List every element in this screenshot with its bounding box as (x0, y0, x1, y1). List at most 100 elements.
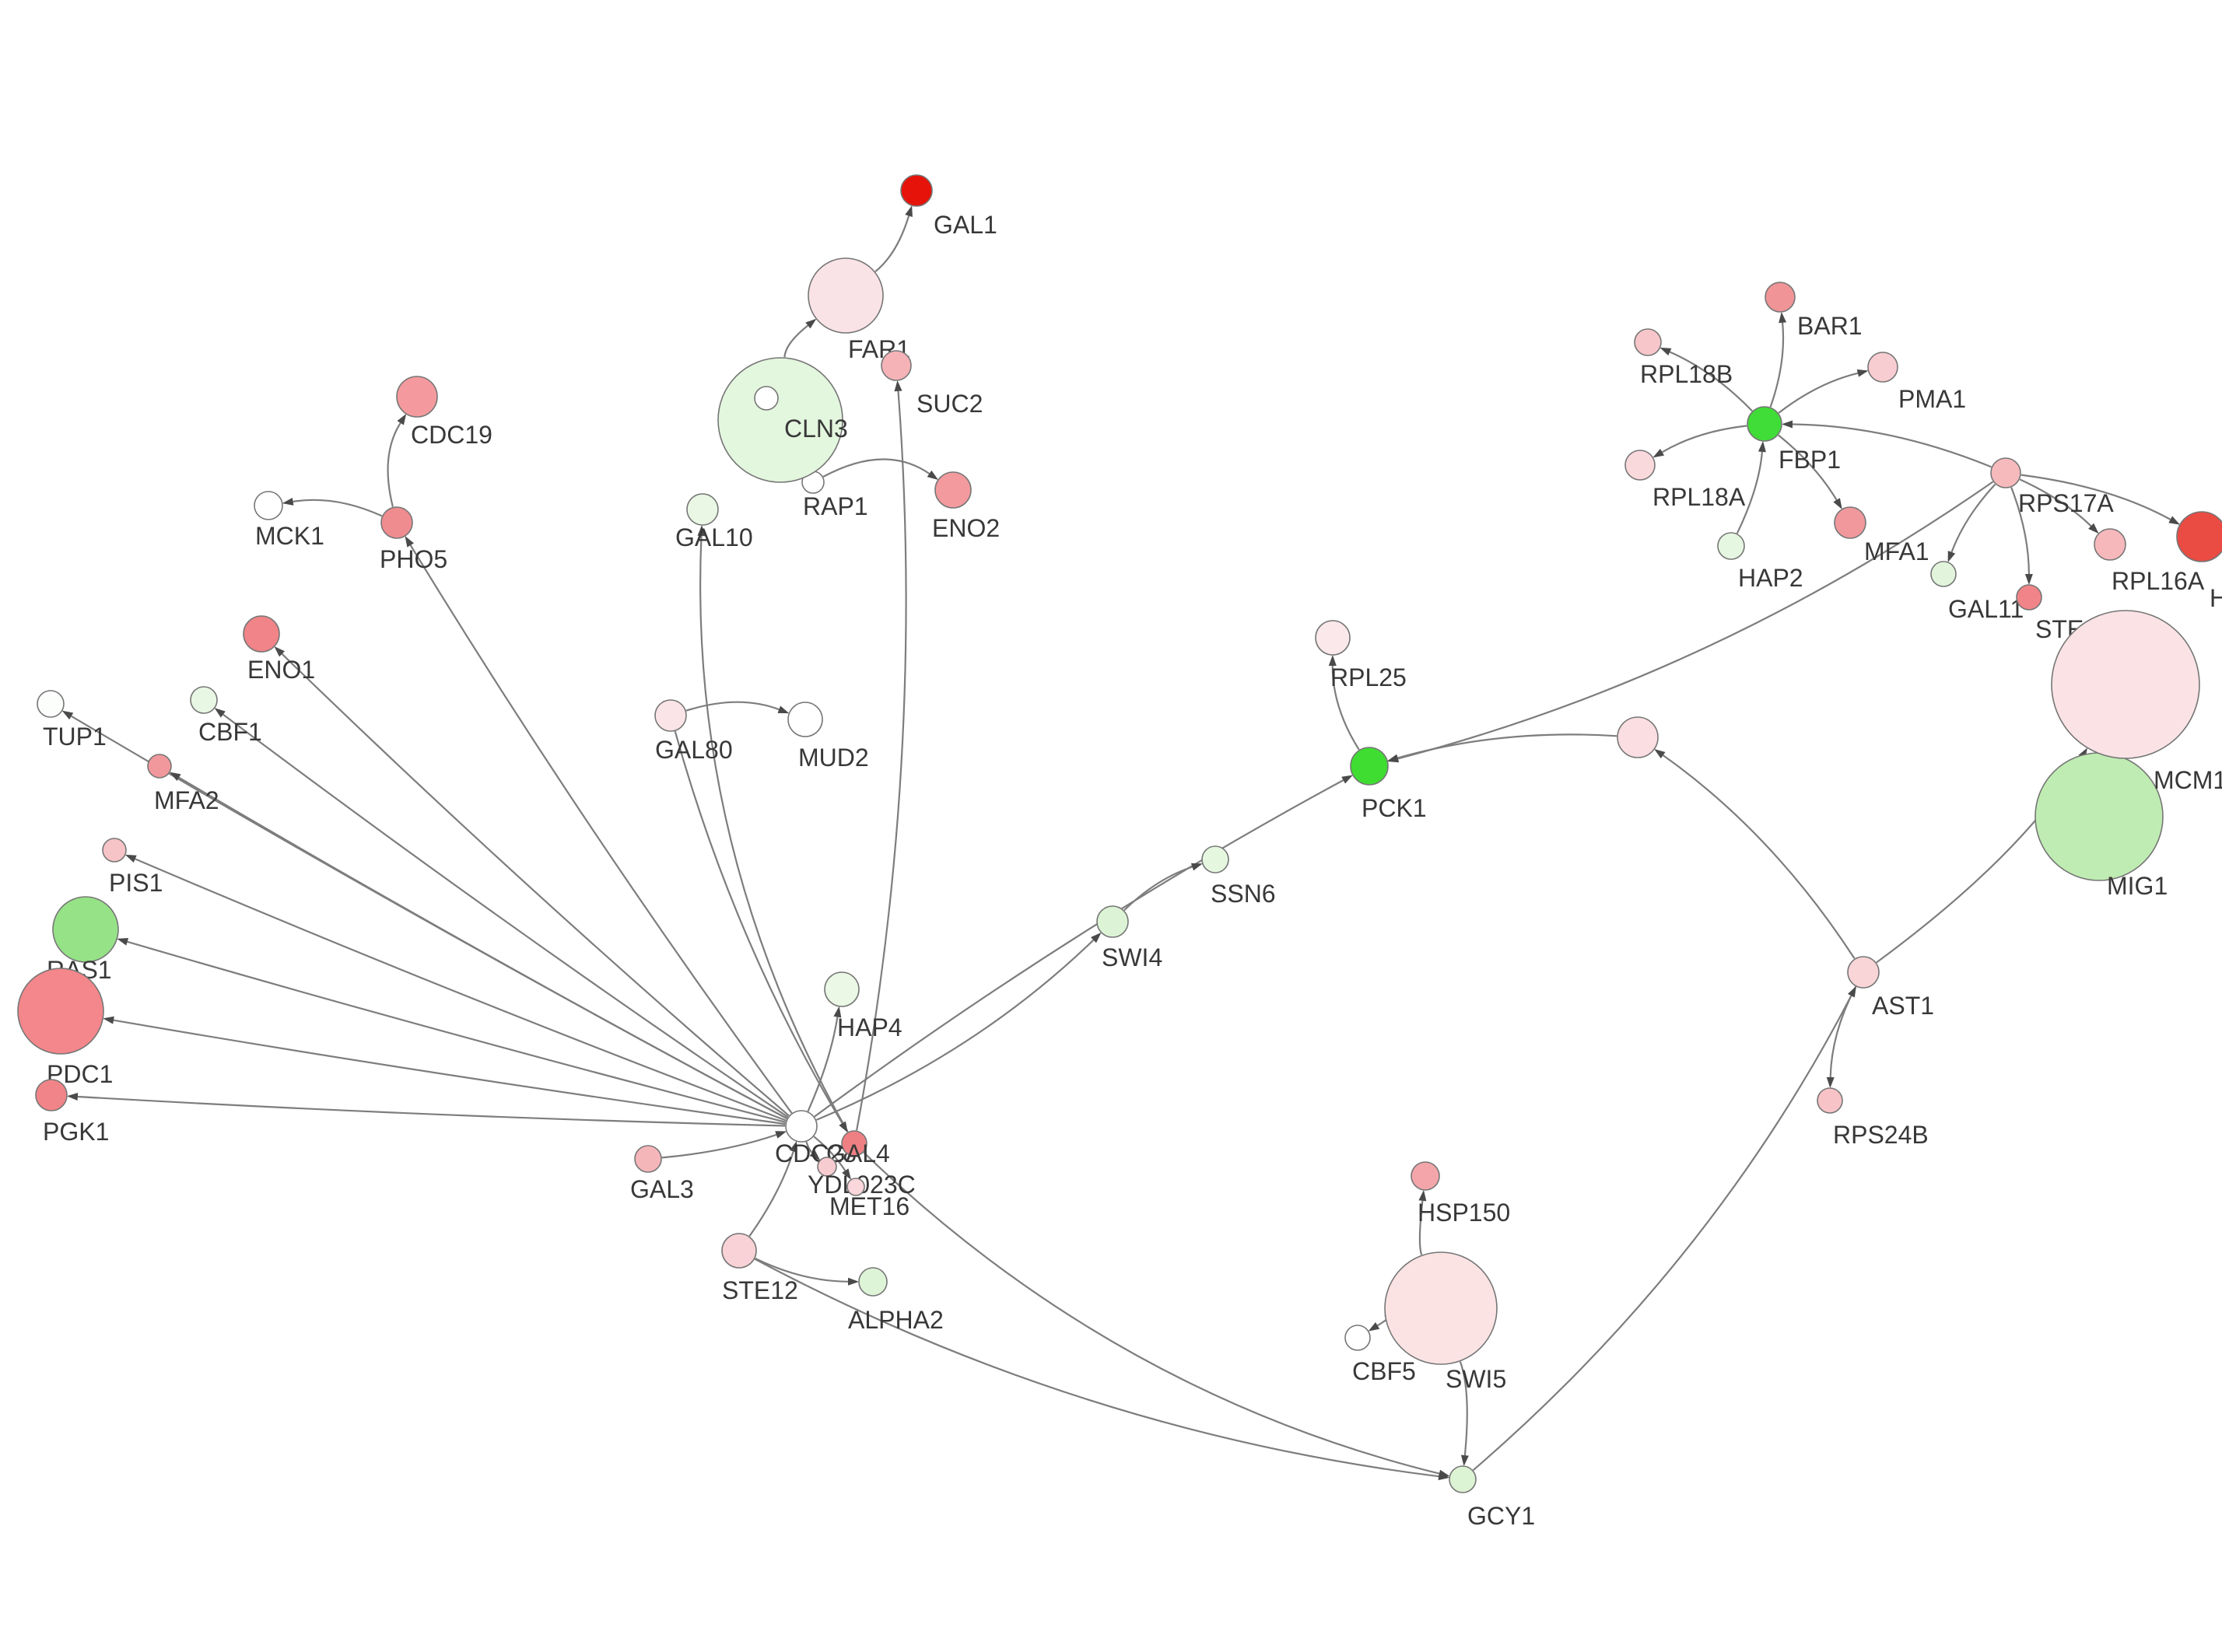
node-RPS17A[interactable]: RPS17A (1990, 457, 2114, 517)
edge-GAL4-SUC2[interactable] (856, 380, 907, 1131)
node-circle-STE2[interactable] (2016, 584, 2042, 611)
node-circle-RPS24B[interactable] (1817, 1087, 1843, 1114)
edge-STE12-ALPHA2[interactable] (755, 1258, 859, 1286)
node-circle-YDL023C[interactable] (817, 1157, 837, 1177)
edge-RAP1-ENO2[interactable] (822, 458, 939, 480)
edge-SWI5-HSP150[interactable] (1418, 1189, 1427, 1255)
node-PGK1[interactable]: PGK1 (35, 1079, 109, 1146)
node-CDC19[interactable]: CDC19 (396, 376, 492, 449)
node-circle-GAL1[interactable] (900, 174, 933, 207)
node-circle-SSN6[interactable] (1201, 845, 1229, 873)
node-circle-PGK1[interactable] (35, 1079, 68, 1111)
node-PHO5[interactable]: PHO5 (380, 506, 447, 573)
node-circle-SWI5[interactable] (1384, 1251, 1498, 1365)
node-circle-MFA2[interactable] (147, 754, 172, 779)
edge-HAP2-FBP1[interactable] (1736, 440, 1766, 534)
edge-CDC28-RAS1[interactable] (117, 938, 786, 1123)
node-RPL25[interactable]: RPL25 (1315, 620, 1407, 691)
node-circle-AST1[interactable] (1847, 956, 1880, 989)
node-circle-CBF1[interactable] (190, 686, 218, 714)
node-circle-MIG1[interactable] (2034, 752, 2164, 881)
edge-GAL3-CDC28[interactable] (661, 1131, 787, 1159)
node-circle-ENO2[interactable] (934, 471, 972, 509)
edge-CDC28-PCK1[interactable] (814, 775, 1353, 1118)
edge-GCY1-AST1[interactable] (1472, 985, 1856, 1472)
node-RAP1[interactable]: RAP1 (801, 471, 868, 520)
edge-unlabeled-mid-PCK1[interactable] (1387, 733, 1617, 762)
node-MIG1[interactable]: MIG1 (2034, 752, 2168, 900)
node-ENO1[interactable]: ENO1 (243, 615, 315, 684)
node-HSP150[interactable]: HSP150 (1411, 1161, 1510, 1227)
node-circle-unlabeled-mid[interactable] (1617, 716, 1659, 758)
node-RPL16A[interactable]: RPL16A (2094, 528, 2205, 595)
node-circle-HIS4[interactable] (2176, 511, 2222, 562)
node-circle-CDC28[interactable] (785, 1110, 818, 1143)
node-GAL1[interactable]: GAL1 (900, 174, 997, 239)
node-circle-HSP150[interactable] (1411, 1161, 1440, 1191)
edge-CDC28-CBF1[interactable] (214, 708, 789, 1118)
node-MFA1[interactable]: MFA1 (1834, 506, 1929, 565)
edge-GAL80-GAL4[interactable] (674, 730, 848, 1133)
node-circle-GAL3[interactable] (634, 1145, 662, 1173)
node-circle-RAS1[interactable] (52, 896, 119, 963)
node-SWI4[interactable]: SWI4 (1096, 905, 1162, 971)
node-circle-MFA1[interactable] (1834, 506, 1866, 539)
edge-CDC28-SWI4[interactable] (815, 932, 1102, 1121)
node-circle-FBP1[interactable] (1747, 406, 1782, 442)
edge-CDC28-YDL023C[interactable] (805, 1141, 821, 1160)
node-circle-unlabeled-top[interactable] (754, 386, 779, 411)
edge-CDC28-MFA2[interactable] (169, 772, 788, 1120)
node-MCK1[interactable]: MCK1 (254, 491, 324, 550)
edge-RPS17A-GAL11[interactable] (1947, 483, 1996, 563)
edge-PHO5-CDC19[interactable] (387, 413, 407, 507)
node-circle-MET16[interactable] (846, 1178, 865, 1196)
edge-FAR1-GAL1[interactable] (874, 205, 913, 273)
node-circle-MCK1[interactable] (254, 491, 283, 520)
edge-STE12-GCY1[interactable] (754, 1258, 1450, 1481)
edge-FBP1-RPL18B[interactable] (1659, 347, 1753, 412)
node-circle-CDC19[interactable] (396, 376, 438, 418)
edge-SWI4-SSN6[interactable] (1123, 863, 1203, 912)
node-circle-ALPHA2[interactable] (858, 1267, 888, 1297)
node-circle-RPL16A[interactable] (2094, 528, 2126, 561)
node-GCY1[interactable]: GCY1 (1449, 1465, 1535, 1530)
node-circle-HAP4[interactable] (824, 971, 860, 1007)
edge-RPS17A-PCK1[interactable] (1387, 481, 1994, 763)
node-CLN3[interactable]: CLN3 (717, 357, 848, 483)
edge-AST1-unlabeled-mid[interactable] (1654, 748, 1856, 959)
edge-CDC28-MET16[interactable] (813, 1136, 851, 1180)
edge-FBP1-BAR1[interactable] (1769, 311, 1787, 408)
node-TUP1[interactable]: TUP1 (37, 690, 107, 751)
node-FAR1[interactable]: FAR1 (808, 257, 910, 363)
node-circle-ENO1[interactable] (243, 615, 280, 653)
node-circle-GAL11[interactable] (1930, 561, 1957, 587)
node-circle-RPS17A[interactable] (1990, 457, 2021, 488)
node-circle-MUD2[interactable] (787, 702, 823, 737)
edge-CDC28-TUP1[interactable] (61, 710, 788, 1120)
edge-FBP1-MFA1[interactable] (1778, 434, 1842, 509)
node-circle-PCK1[interactable] (1350, 747, 1389, 786)
edge-PCK1-RPL25[interactable] (1328, 655, 1360, 751)
edge-CDC28-PGK1[interactable] (66, 1093, 786, 1127)
edge-STE12-CDC28[interactable] (748, 1141, 797, 1237)
node-circle-SUC2[interactable] (881, 350, 912, 381)
node-GAL4[interactable]: GAL4 (826, 1130, 890, 1167)
node-circle-BAR1[interactable] (1765, 282, 1796, 313)
node-circle-CBF5[interactable] (1344, 1325, 1371, 1351)
node-MCM1[interactable]: MCM1 (2051, 610, 2222, 794)
node-RPS24B[interactable]: RPS24B (1817, 1087, 1929, 1149)
node-MUD2[interactable]: MUD2 (787, 702, 869, 772)
node-SWI5[interactable]: SWI5 (1384, 1251, 1506, 1393)
node-CBF1[interactable]: CBF1 (190, 686, 262, 746)
edge-SWI5-GCY1[interactable] (1459, 1361, 1469, 1467)
node-circle-CLN3[interactable] (717, 357, 843, 483)
node-HAP4[interactable]: HAP4 (824, 971, 902, 1041)
node-circle-GAL80[interactable] (654, 699, 687, 732)
node-MFA2[interactable]: MFA2 (147, 754, 219, 814)
node-ENO2[interactable]: ENO2 (932, 471, 1000, 542)
node-BAR1[interactable]: BAR1 (1765, 282, 1863, 340)
node-circle-GCY1[interactable] (1449, 1465, 1477, 1493)
edge-RPS17A-HIS4[interactable] (2020, 474, 2180, 525)
node-circle-RPL18B[interactable] (1634, 328, 1662, 356)
